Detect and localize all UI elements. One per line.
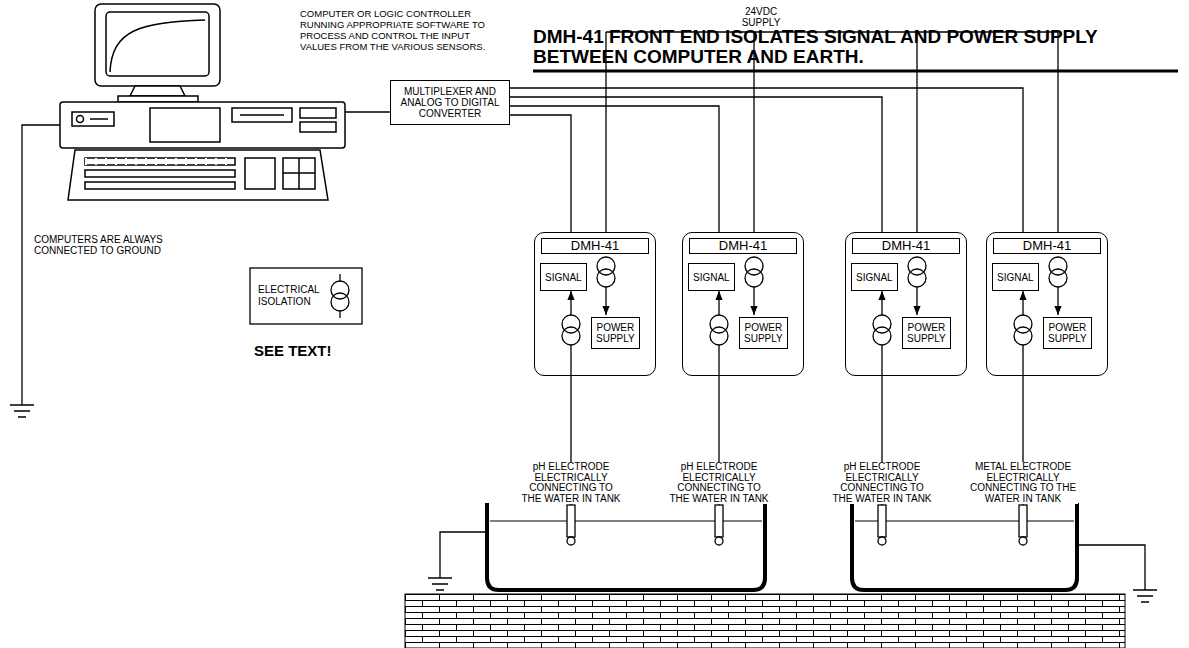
box-text: POWER SUPPLY <box>596 322 635 344</box>
ground-symbol <box>1133 590 1157 602</box>
power-supply-box: POWER SUPPLY <box>739 317 788 349</box>
isolator-module: DMH-41SIGNAL POWER SUPPLY <box>534 232 656 376</box>
legend-box <box>250 268 362 324</box>
ground-symbol <box>428 578 452 590</box>
signal-wire <box>510 88 1023 232</box>
signal-wire <box>510 106 719 232</box>
signal-box: SIGNAL <box>540 263 587 291</box>
converter-box: MULTIPLEXER AND ANALOG TO DIGITAL CONVER… <box>390 80 510 125</box>
electrode-label: METAL ELECTRODE ELECTRICALLY CONNECTING … <box>968 462 1078 504</box>
wiring <box>22 32 1058 405</box>
box-text: POWER SUPPLY <box>744 322 783 344</box>
box-text: SIGNAL <box>856 272 893 283</box>
module-title: DMH-41 <box>993 238 1101 254</box>
box-text: POWER SUPPLY <box>1048 322 1087 344</box>
signal-box: SIGNAL <box>992 263 1039 291</box>
box-text: POWER SUPPLY <box>907 322 946 344</box>
legend-text: ELECTRICAL ISOLATION <box>258 284 328 308</box>
diagram-title: DMH-41 FRONT END ISOLATES SIGNAL AND POW… <box>533 27 1153 67</box>
note-text: COMPUTER OR LOGIC CONTROLLER RUNNING APP… <box>300 8 505 52</box>
isolator-module: DMH-41SIGNAL POWER SUPPLY <box>682 232 804 376</box>
electrode-label: pH ELECTRODE ELECTRICALLY CONNECTING TO … <box>830 462 934 504</box>
supply-label: 24VDC SUPPLY <box>731 6 791 28</box>
box-text: SIGNAL <box>693 272 730 283</box>
module-title: DMH-41 <box>541 238 649 254</box>
box-text: MULTIPLEXER AND ANALOG TO DIGITAL CONVER… <box>397 86 503 119</box>
box-text: SIGNAL <box>545 272 582 283</box>
signal-wire <box>510 97 882 232</box>
module-title: DMH-41 <box>689 238 797 254</box>
power-supply-box: POWER SUPPLY <box>591 317 640 349</box>
isolator-module: DMH-41SIGNAL POWER SUPPLY <box>845 232 967 376</box>
power-supply-box: POWER SUPPLY <box>902 317 951 349</box>
ground-symbol <box>10 405 34 417</box>
tanks <box>440 503 1145 590</box>
signal-box: SIGNAL <box>851 263 898 291</box>
electrode-label: pH ELECTRODE ELECTRICALLY CONNECTING TO … <box>667 462 771 504</box>
box-text: SIGNAL <box>997 272 1034 283</box>
power-supply-box: POWER SUPPLY <box>1043 317 1092 349</box>
signal-wire <box>510 115 571 232</box>
warning-text: SEE TEXT! <box>254 342 374 359</box>
electrode-label: pH ELECTRODE ELECTRICALLY CONNECTING TO … <box>519 462 623 504</box>
signal-box: SIGNAL <box>688 263 735 291</box>
note-text: COMPUTERS ARE ALWAYS CONNECTED TO GROUND <box>34 234 189 256</box>
isolator-module: DMH-41SIGNAL POWER SUPPLY <box>986 232 1108 376</box>
brick-floor <box>405 594 1125 648</box>
module-title: DMH-41 <box>852 238 960 254</box>
title-rule <box>533 70 1178 73</box>
